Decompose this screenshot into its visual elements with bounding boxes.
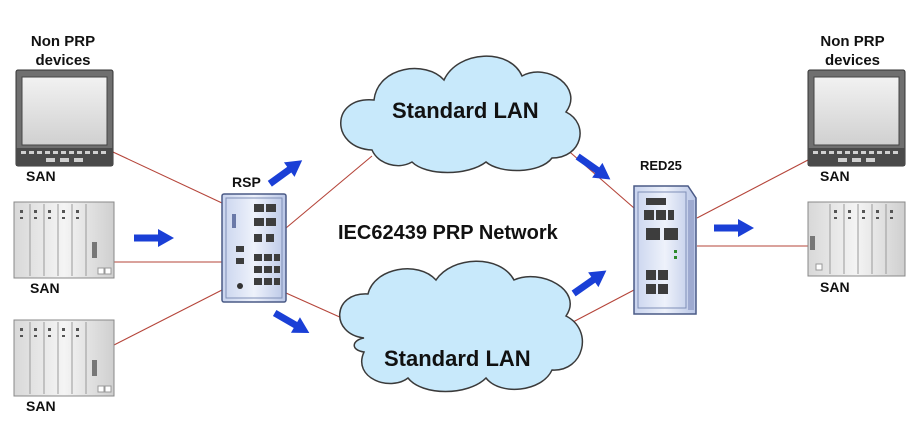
- monitor-icon: [15, 69, 114, 167]
- arrow-icon: [264, 152, 308, 192]
- link-cloud-bottom-red25: [572, 289, 635, 323]
- link-monitor-left-rsp: [112, 151, 223, 204]
- label-rsp: RSP: [232, 174, 261, 190]
- arrow-icon: [270, 305, 314, 341]
- switch-icon: [633, 185, 697, 315]
- plc-rack-icon: [807, 201, 906, 277]
- label-san-left-1: SAN: [26, 168, 56, 184]
- link-plc-left-2-rsp: [113, 289, 223, 346]
- switch-icon: [221, 193, 287, 303]
- label-san-right-1: SAN: [820, 168, 850, 184]
- plc-rack-icon: [13, 319, 115, 397]
- plc-rack-icon: [13, 201, 115, 279]
- cloud-icon: [339, 260, 583, 393]
- label-san-right-2: SAN: [820, 279, 850, 295]
- label-cloud-top: Standard LAN: [392, 98, 539, 123]
- label-cloud-bottom: Standard LAN: [384, 346, 531, 371]
- link-rsp-cloud-top: [285, 155, 373, 229]
- label-non-prp-right: Non PRP devices: [820, 33, 885, 69]
- label-san-left-3: SAN: [26, 398, 56, 414]
- label-network: IEC62439 PRP Network: [338, 222, 558, 244]
- arrow-icon: [134, 229, 174, 247]
- cloud-icon: [340, 55, 581, 174]
- label-red25: RED25: [640, 158, 682, 173]
- label-san-left-2: SAN: [30, 280, 60, 296]
- arrow-icon: [568, 263, 612, 301]
- arrow-icon: [572, 149, 616, 187]
- link-red25-monitor-right: [696, 159, 809, 219]
- monitor-icon: [807, 69, 906, 167]
- label-non-prp-left: Non PRP devices: [30, 33, 96, 69]
- arrow-icon: [714, 219, 754, 237]
